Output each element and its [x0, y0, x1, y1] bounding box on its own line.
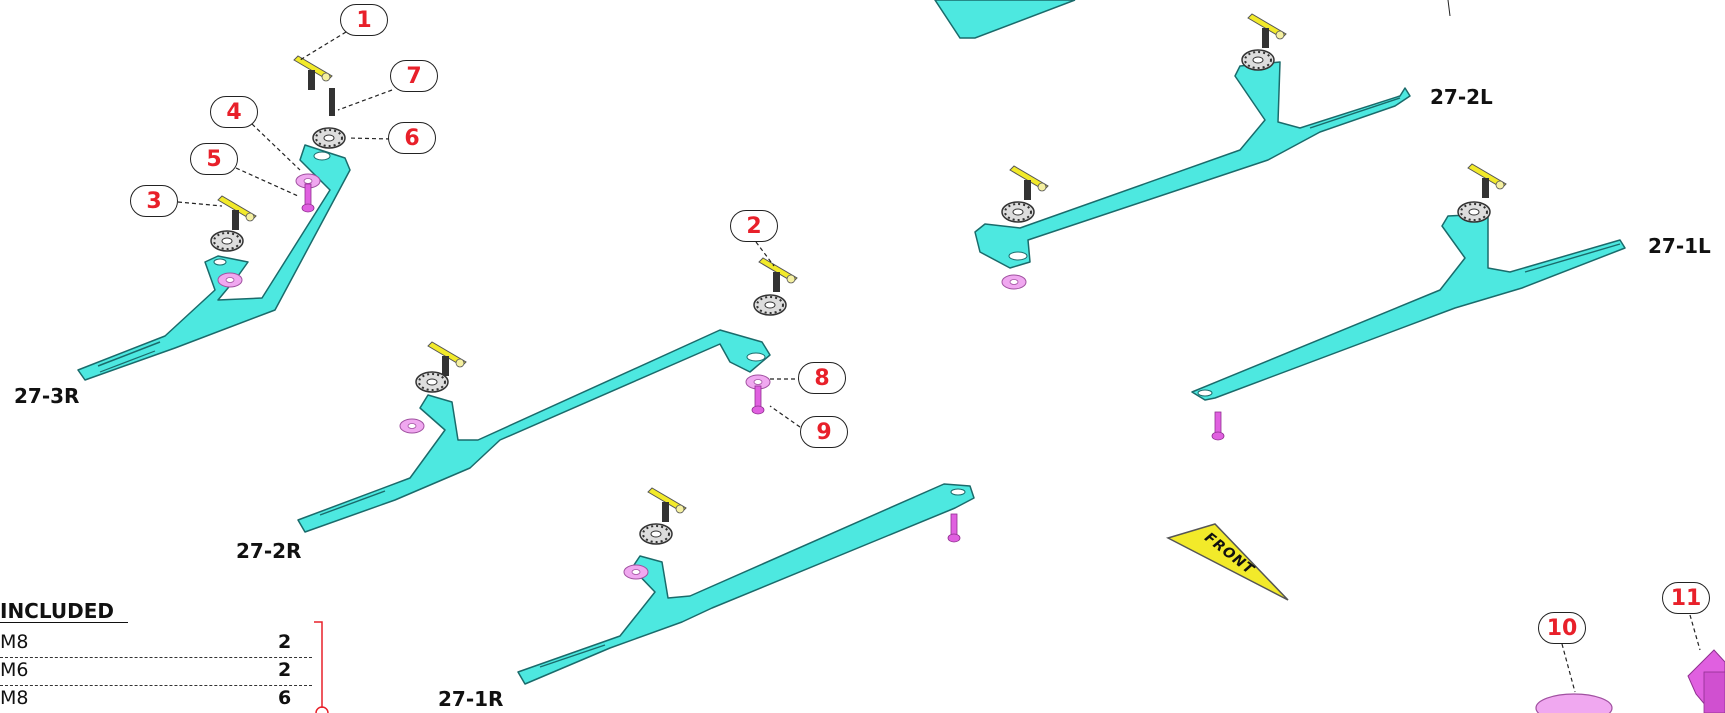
thumb-nut-2l-left	[1009, 165, 1049, 201]
bracket-27-2R	[297, 329, 771, 533]
lock-washer-3	[210, 230, 244, 252]
hardware-name: M8	[0, 687, 29, 709]
callout-9: 9	[800, 416, 848, 448]
hardware-qty: 2	[278, 631, 292, 653]
leader-lines	[177, 31, 1701, 693]
hardware-qty: 2	[278, 659, 292, 681]
callout-4: 4	[210, 96, 258, 128]
callout-10: 10	[1538, 612, 1586, 644]
table-bracket	[314, 621, 323, 708]
washer-2r	[399, 418, 425, 434]
callout-3: 3	[130, 185, 178, 217]
part-label-27-1l: 27-1L	[1648, 234, 1711, 258]
bolt-1l	[1211, 411, 1225, 441]
bracket-27-3R	[77, 144, 351, 381]
bolt-7	[329, 88, 335, 116]
callout-6: 6	[388, 122, 436, 154]
hardware-qty: 6	[278, 687, 292, 709]
lock-washer-2r	[415, 371, 449, 393]
lock-washer-6	[312, 127, 346, 149]
thumb-nut-2l-top	[1247, 13, 1287, 49]
front-arrow	[1166, 523, 1289, 601]
callout-2: 2	[730, 210, 778, 242]
part-label-27-2r: 27-2R	[236, 539, 302, 563]
lock-washer-1l	[1457, 201, 1491, 223]
part-label-27-1r: 27-1R	[438, 687, 504, 711]
part-label-27-3r: 27-3R	[14, 384, 80, 408]
washer-3r	[217, 272, 243, 288]
thumb-nut-2r	[427, 341, 467, 377]
leader-line-top	[1447, 0, 1451, 17]
part-label-27-2l: 27-2L	[1430, 85, 1493, 109]
callout-1: 1	[340, 4, 388, 36]
washer-1r	[623, 564, 649, 580]
bolt-11	[1687, 649, 1725, 713]
thumb-nut-1l	[1467, 163, 1507, 199]
hardware-row: M6 2	[0, 659, 312, 686]
hardware-name: M6	[0, 659, 29, 681]
callout-5: 5	[190, 143, 238, 175]
thumb-nut-1	[293, 55, 333, 91]
thumb-nut-3	[217, 195, 257, 231]
bracket-27-1R	[517, 483, 975, 685]
callout-11: 11	[1662, 582, 1710, 614]
thumb-nut-2	[758, 257, 798, 293]
bolt-1r	[947, 513, 961, 543]
hardware-table-title: INCLUDED	[0, 600, 128, 623]
callout-7: 7	[390, 60, 438, 92]
lock-washer-2l-top	[1241, 49, 1275, 71]
hardware-name: M8	[0, 631, 29, 653]
lock-washer-2l-left	[1001, 201, 1035, 223]
bolt-9	[751, 385, 765, 415]
hardware-row: M8 2	[0, 631, 312, 658]
lock-washer-2	[753, 294, 787, 316]
hardware-row: M8 6	[0, 687, 312, 713]
bracket-27-2L	[974, 61, 1411, 269]
callout-8: 8	[798, 362, 846, 394]
partial-bracket-top	[934, 0, 1076, 39]
washer-10	[1535, 693, 1613, 713]
bracket-27-1L	[1191, 213, 1626, 401]
lock-washer-1r	[639, 523, 673, 545]
thumb-nut-1r	[647, 487, 687, 523]
washer-2l	[1001, 274, 1027, 290]
bolt-5	[301, 183, 315, 213]
